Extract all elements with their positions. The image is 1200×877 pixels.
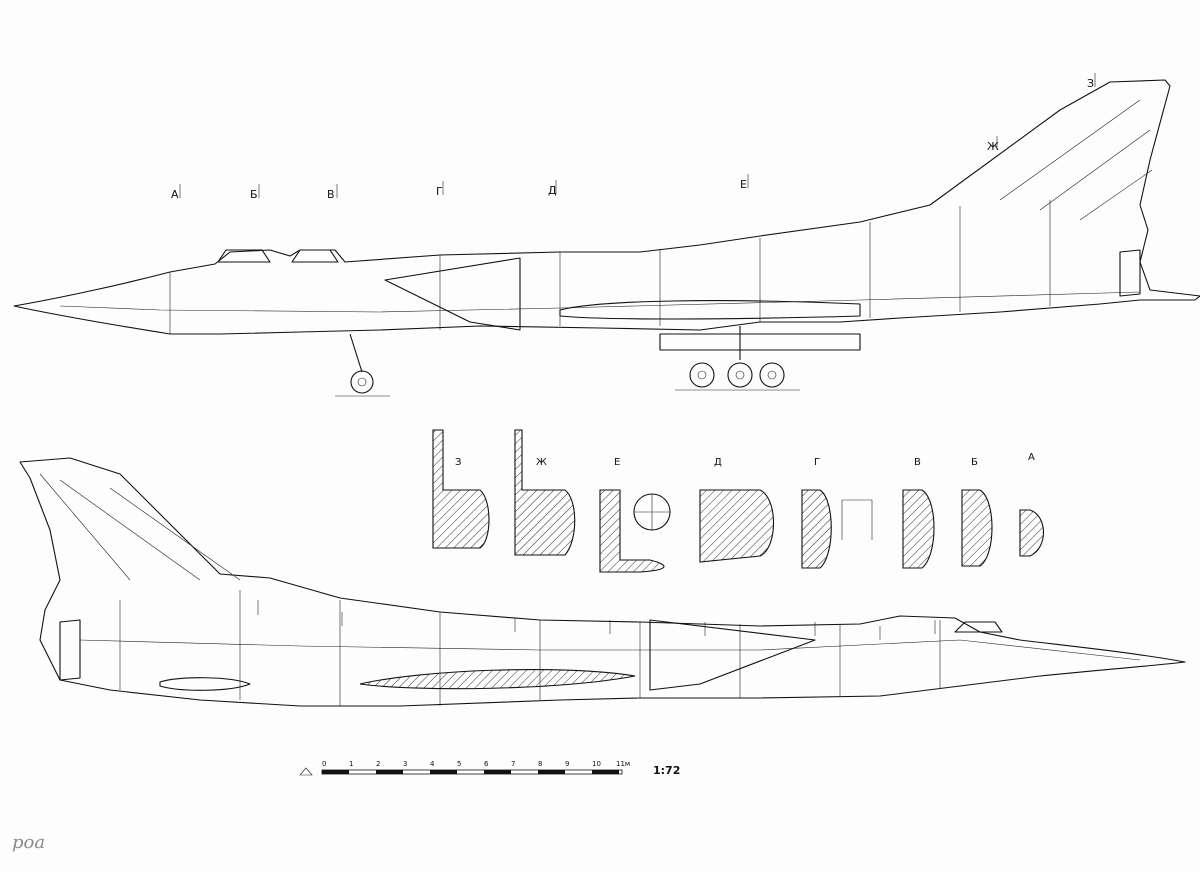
scale-tick: 11м — [616, 760, 630, 768]
signature: poa — [12, 832, 45, 853]
station-marker: Г — [436, 185, 443, 198]
scale-tick: 10 — [592, 760, 601, 768]
missile-bottom — [159, 677, 251, 691]
section-e — [599, 489, 665, 573]
section-b — [961, 489, 993, 567]
station-marker: А — [171, 188, 179, 201]
section-g-hatch-frame — [841, 499, 873, 540]
station-markers-top: А Б В Г Д Е Ж З — [171, 73, 1096, 201]
main-landing-gear — [659, 326, 861, 391]
fuselage-outline-bottom — [19, 457, 1186, 707]
nose-landing-gear — [335, 333, 390, 397]
canopy-rear — [291, 249, 339, 263]
section-label: В — [914, 457, 921, 468]
scale-tick: 3 — [403, 760, 407, 768]
section-label: Г — [814, 457, 820, 468]
air-intake-top — [384, 257, 521, 331]
canopy-front — [217, 249, 271, 263]
tail-fin-ribs-bottom — [39, 473, 241, 581]
weapons-bay-bottom — [359, 669, 636, 690]
scale-bar: 0 1 2 3 4 5 6 7 8 9 10 11м 1:72 — [299, 760, 680, 777]
fuselage-panel-line-bottom — [79, 639, 1141, 661]
section-v — [902, 489, 935, 569]
station-marker: Е — [740, 178, 747, 191]
air-intake-bottom — [649, 619, 816, 691]
section-label: Е — [614, 457, 620, 468]
scale-tick: 2 — [376, 760, 380, 768]
cross-sections: З Ж Е Д Г В Б А — [432, 429, 1044, 573]
scale-tick: 7 — [511, 760, 515, 768]
scale-tick: 0 — [322, 760, 326, 768]
station-marker: Д — [548, 184, 557, 197]
scale-tick: 5 — [457, 760, 461, 768]
side-view-top: А Б В Г Д Е Ж З — [13, 73, 1200, 397]
section-label: З — [455, 457, 461, 468]
section-a — [1019, 509, 1044, 557]
side-view-bottom — [19, 457, 1186, 707]
station-marker: Ж — [987, 140, 999, 153]
station-marker: Б — [250, 188, 258, 201]
engine-nozzle-bottom — [59, 619, 81, 681]
section-label: А — [1028, 452, 1035, 463]
section-label: Д — [714, 457, 722, 468]
scale-tick: 4 — [430, 760, 435, 768]
section-label: Ж — [536, 457, 547, 468]
scale-tick: 8 — [538, 760, 542, 768]
section-d — [699, 489, 775, 563]
station-markers-bottom — [257, 600, 936, 640]
section-z — [432, 429, 490, 549]
fuselage-outline-top — [13, 79, 1200, 335]
section-label: Б — [971, 457, 978, 468]
tail-fin-ribs-top — [999, 99, 1153, 221]
section-g — [801, 489, 832, 569]
section-zh — [514, 429, 576, 556]
scale-ratio: 1:72 — [653, 764, 680, 777]
canopy-bottom — [954, 621, 1003, 633]
engine-nozzle-top — [1119, 249, 1141, 297]
weapons-pylon-top — [559, 300, 861, 320]
scale-tick: 9 — [565, 760, 569, 768]
fuselage-panel-line-top — [59, 291, 1141, 313]
scale-tick: 6 — [484, 760, 489, 768]
station-marker: З — [1087, 77, 1094, 90]
scale-tick: 1 — [349, 760, 353, 768]
station-marker: В — [327, 188, 335, 201]
